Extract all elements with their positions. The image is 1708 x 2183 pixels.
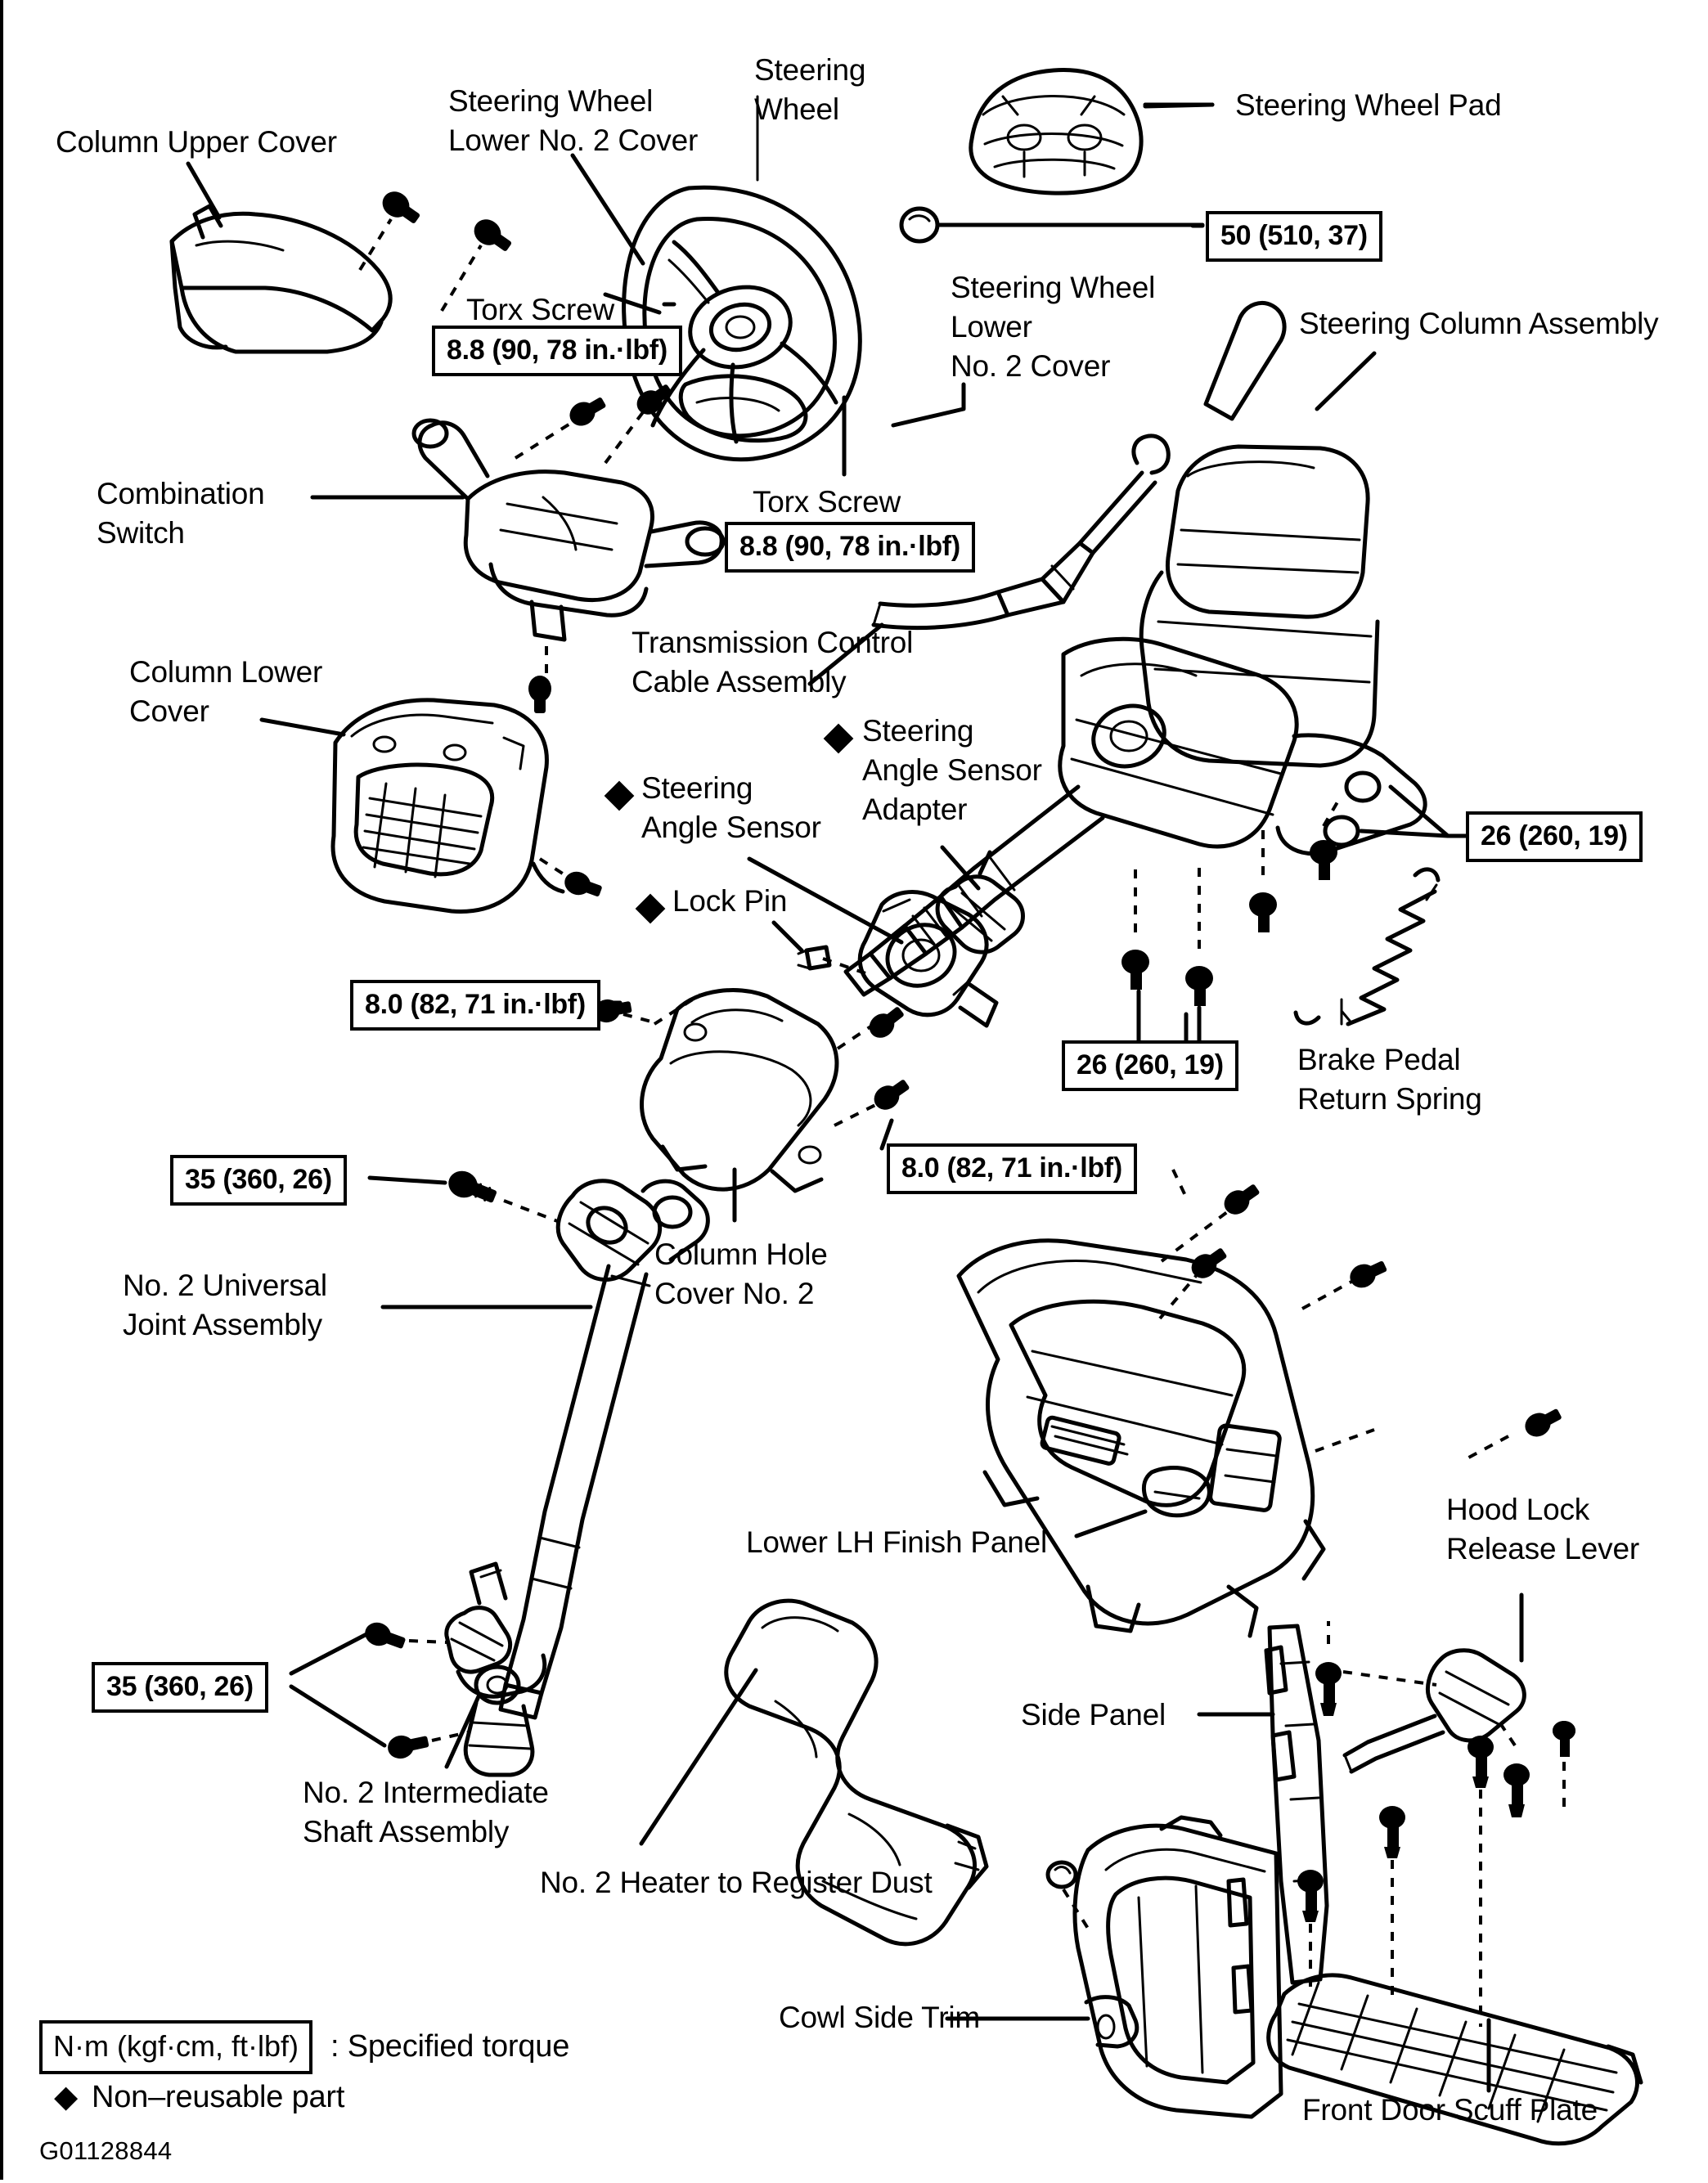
torque-intermediate-shaft: 35 (360, 26) (92, 1662, 268, 1713)
label-side-panel: Side Panel (1021, 1698, 1166, 1732)
legend-torque-meaning: : Specified torque (330, 2029, 570, 2064)
label-torx-screw-lower: Torx Screw (753, 485, 901, 519)
label-combination-switch: Combination Switch (97, 477, 265, 550)
torque-steering-wheel-nut: 50 (510, 37) (1206, 211, 1382, 262)
label-brake-pedal-return-spring: Brake Pedal Return Spring (1297, 1043, 1482, 1116)
label-column-lower-cover: Column Lower Cover (129, 655, 323, 728)
label-cowl-side-trim: Cowl Side Trim (779, 2001, 980, 2034)
legend-torque-units: N·m (kgf·cm, ft·lbf) (39, 2020, 312, 2074)
legend-nonreusable-meaning: Non–reusable part (92, 2080, 345, 2114)
label-steering-wheel-lower-no2-cover-right: Steering Wheel Lower No. 2 Cover (951, 271, 1156, 383)
label-steering-angle-sensor: Steering Angle Sensor (641, 771, 821, 844)
label-lock-pin: Lock Pin (672, 884, 788, 918)
torque-column-bracket-lower: 26 (260, 19) (1062, 1040, 1238, 1091)
label-front-door-scuff-plate: Front Door Scuff Plate (1302, 2093, 1598, 2127)
label-steering-wheel-pad: Steering Wheel Pad (1235, 88, 1502, 122)
torque-torx-screw-lower: 8.8 (90, 78 in.·lbf) (725, 522, 975, 573)
drawing-code: G01128844 (39, 2136, 173, 2165)
torque-universal-joint: 35 (360, 26) (170, 1155, 347, 1206)
torque-hole-cover-left: 8.0 (82, 71 in.·lbf) (350, 980, 600, 1031)
label-steering-angle-sensor-adapter: Steering Angle Sensor Adapter (862, 714, 1042, 826)
torque-column-bracket-right: 26 (260, 19) (1466, 811, 1643, 862)
label-hood-lock-release-lever: Hood Lock Release Lever (1446, 1493, 1639, 1565)
label-no2-intermediate-shaft-assembly: No. 2 Intermediate Shaft Assembly (303, 1776, 549, 1848)
label-steering-wheel-lower-no2-cover-top: Steering Wheel Lower No. 2 Cover (448, 84, 699, 157)
label-steering-wheel: Steering Wheel (754, 53, 866, 126)
torque-hole-cover-right: 8.0 (82, 71 in.·lbf) (887, 1143, 1137, 1194)
legend-nonreusable-marker: ◆ (54, 2080, 79, 2114)
label-torx-screw-upper: Torx Screw (466, 293, 614, 326)
label-no2-universal-joint-assembly: No. 2 Universal Joint Assembly (123, 1269, 327, 1341)
torque-torx-screw-upper: 8.8 (90, 78 in.·lbf) (432, 326, 682, 376)
label-transmission-control-cable-assembly: Transmission Control Cable Assembly (632, 626, 914, 698)
label-steering-column-assembly: Steering Column Assembly (1299, 307, 1659, 340)
label-column-hole-cover-no2: Column Hole Cover No. 2 (654, 1237, 828, 1310)
label-no2-heater-to-register-dust: No. 2 Heater to Register Dust (540, 1866, 933, 1899)
label-column-upper-cover: Column Upper Cover (56, 125, 337, 159)
label-lower-lh-finish-panel: Lower LH Finish Panel (746, 1525, 1048, 1559)
